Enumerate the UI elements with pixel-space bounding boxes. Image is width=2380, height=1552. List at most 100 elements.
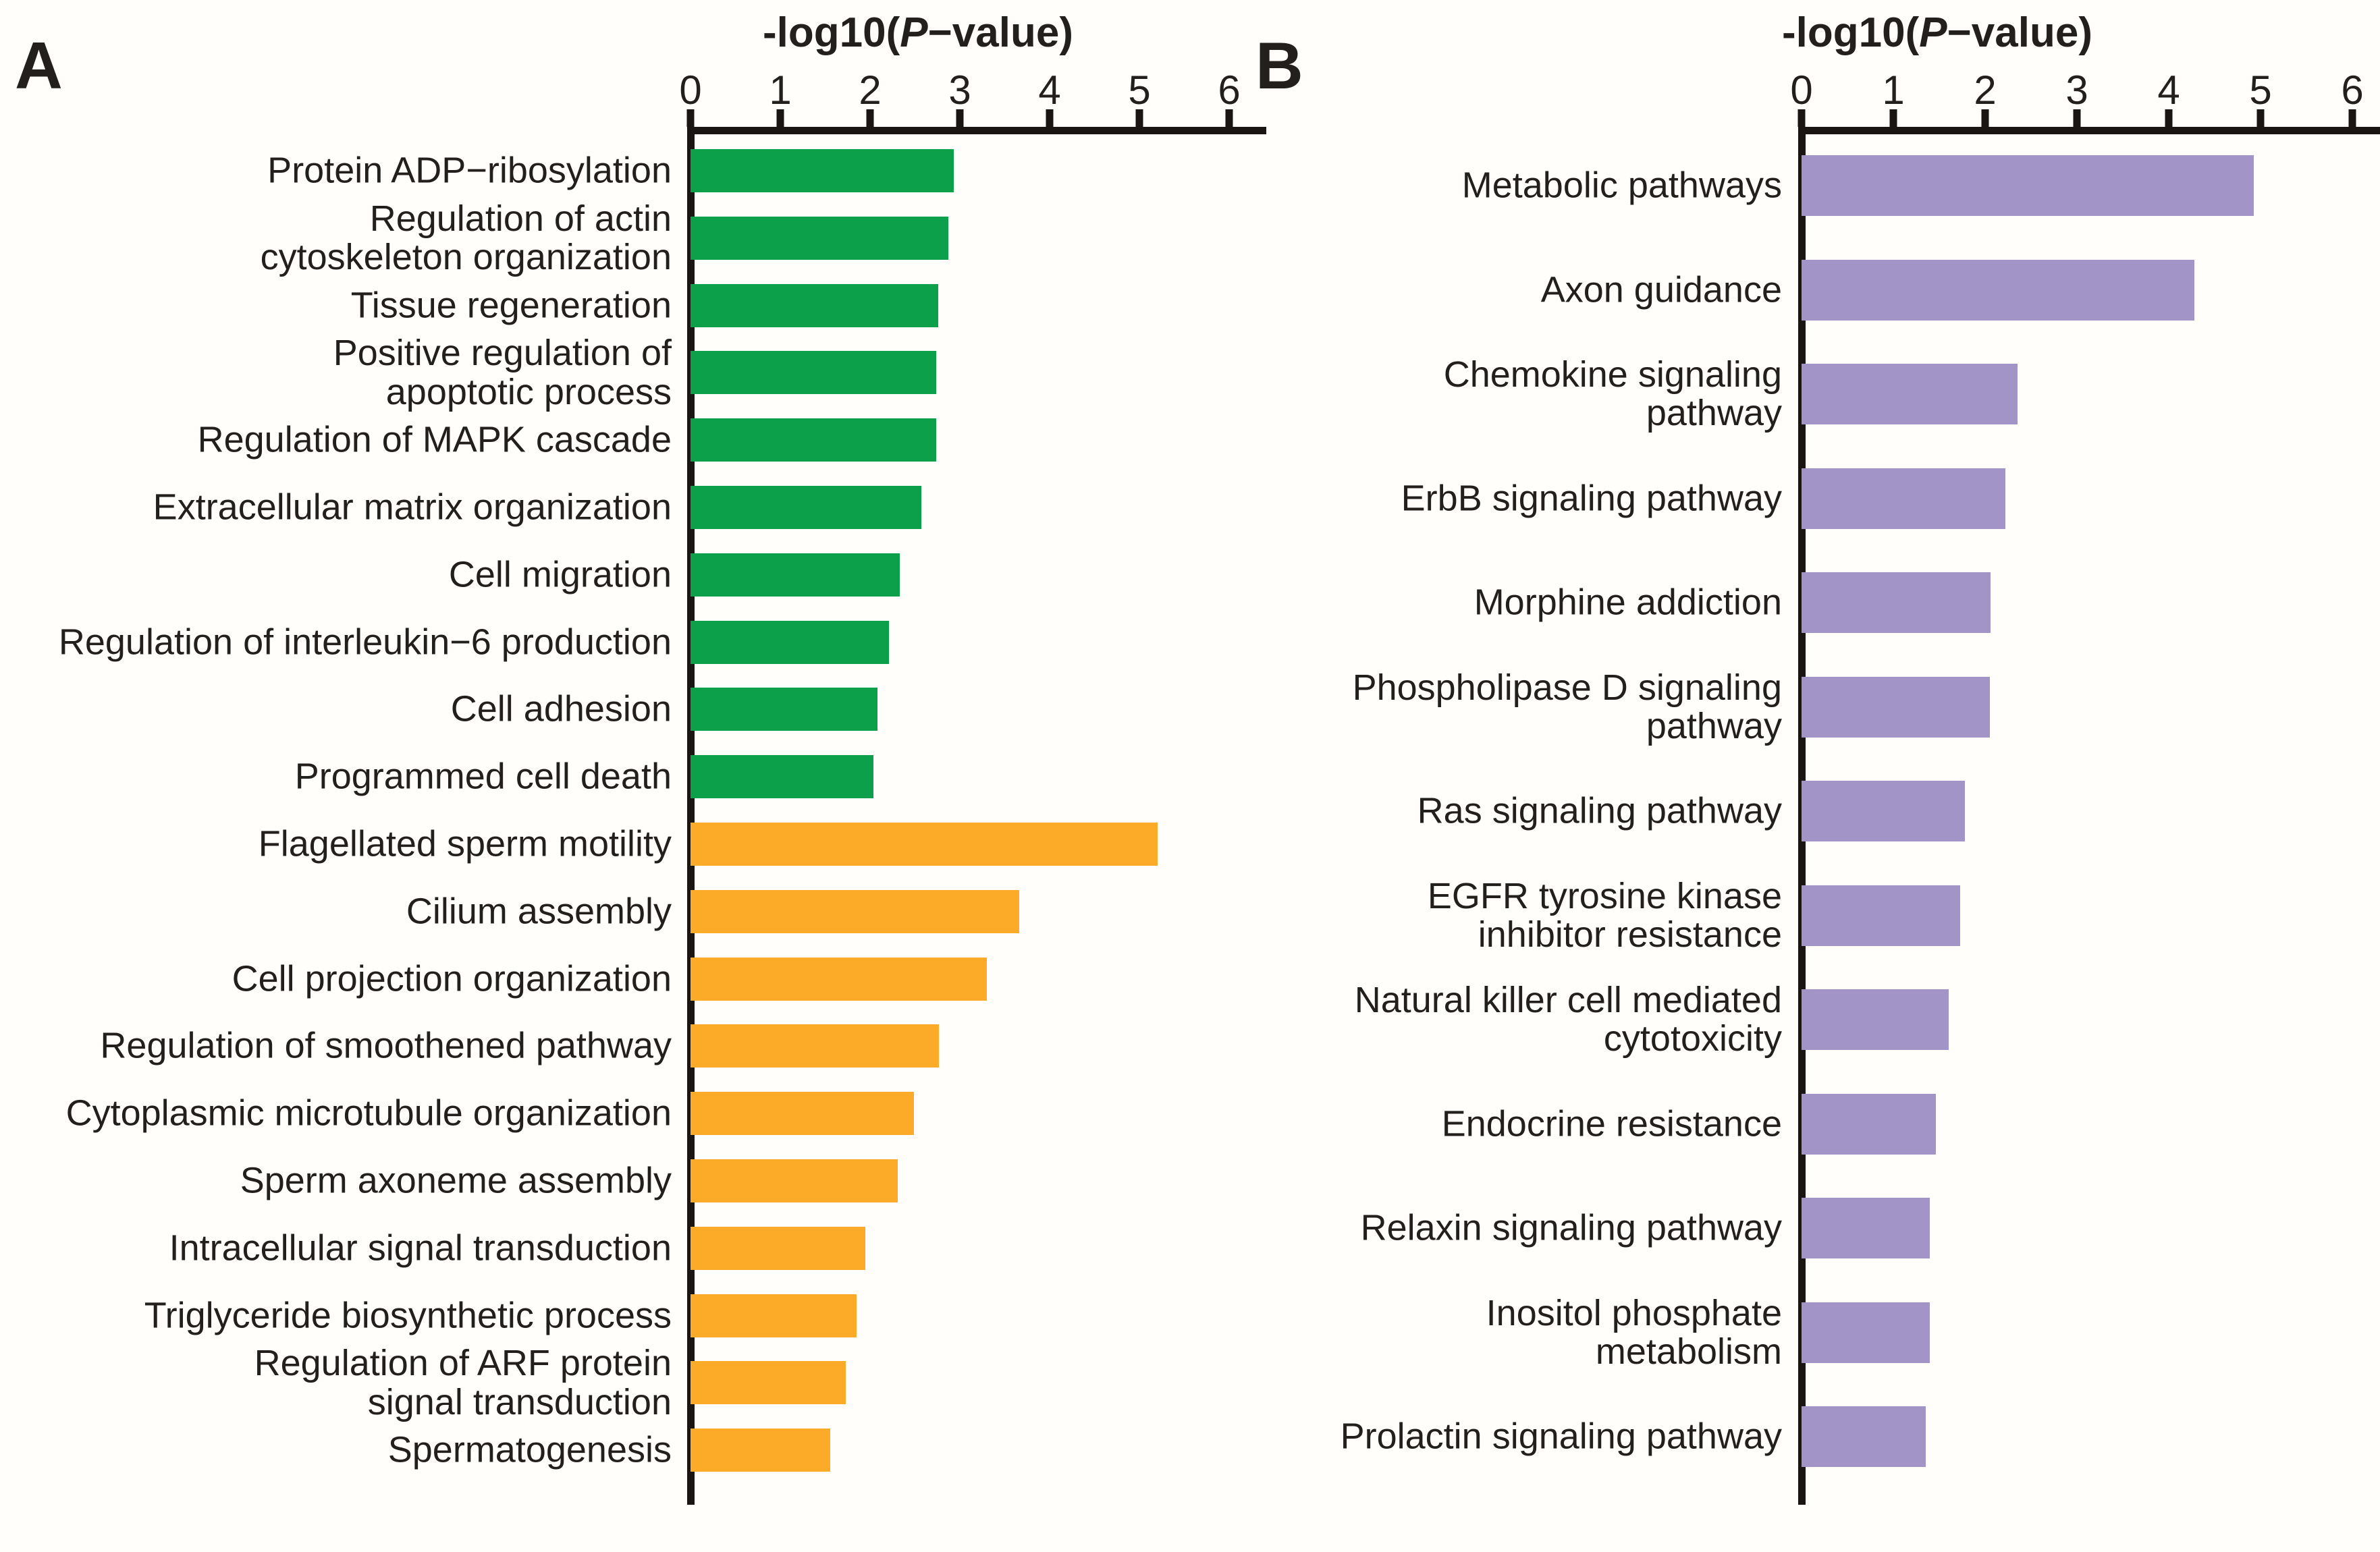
category-label: Cilium assembly: [406, 891, 672, 932]
bar: [1802, 885, 1961, 946]
axis-title-suffix: −value): [1947, 9, 2092, 56]
bar: [1802, 1198, 1930, 1258]
category-label: Positive regulation of apoptotic process: [333, 333, 672, 412]
bar: [691, 1429, 831, 1472]
x-tick-label-3: 3: [948, 67, 971, 113]
category-label: ErbB signaling pathway: [1401, 477, 1782, 518]
panel-b-axis-title: -log10(P−value): [1782, 12, 2092, 54]
panel-b-letter: B: [1255, 28, 1303, 103]
bar: [691, 553, 900, 597]
bar: [691, 755, 874, 799]
x-axis-line: [687, 127, 1266, 134]
x-tick-label-1: 1: [769, 67, 792, 113]
category-label: Regulation of MAPK cascade: [197, 419, 672, 460]
x-axis-tick-2: [1981, 109, 1989, 127]
x-tick-label-5: 5: [1128, 67, 1151, 113]
category-label: Phospholipase D signaling pathway: [1352, 667, 1782, 746]
category-label: Intracellular signal transduction: [169, 1227, 672, 1269]
category-label: Natural killer cell mediated cytotoxicit…: [1354, 979, 1782, 1059]
bar: [691, 1226, 866, 1270]
x-axis-tick-0: [686, 109, 695, 127]
category-label: Programmed cell death: [294, 756, 672, 797]
bar: [1802, 1406, 1926, 1467]
bar: [691, 957, 987, 1001]
bar: [691, 889, 1019, 933]
x-axis-tick-5: [2256, 109, 2265, 127]
bar: [691, 1159, 898, 1202]
x-tick-label-4: 4: [1038, 67, 1061, 113]
x-tick-label-1: 1: [1882, 67, 1905, 113]
bar: [1802, 989, 1949, 1050]
panel-a-axis-title: -log10(P−value): [763, 12, 1073, 54]
category-label: Regulation of ARF protein signal transdu…: [254, 1343, 672, 1422]
category-label: Axon guidance: [1540, 269, 1782, 310]
x-tick-label-5: 5: [2249, 67, 2272, 113]
category-label: Cell projection organization: [232, 958, 672, 999]
category-label: Cell migration: [448, 554, 672, 595]
category-label: Regulation of smoothened pathway: [100, 1025, 672, 1066]
bar: [691, 486, 921, 529]
bar: [691, 283, 939, 327]
bar: [691, 418, 937, 462]
category-label: Prolactin signaling pathway: [1340, 1416, 1782, 1457]
y-axis-line: [687, 127, 695, 1505]
bar: [1802, 468, 2005, 529]
axis-title-prefix: -log10(: [1782, 9, 1920, 56]
bar: [1802, 781, 1966, 841]
bar: [691, 351, 937, 395]
panel-a-plot: [686, 109, 1266, 1505]
category-label: Inositol phosphate metabolism: [1486, 1292, 1782, 1372]
bar: [1802, 155, 2254, 216]
x-tick-label-0: 0: [679, 67, 702, 113]
category-label: Extracellular matrix organization: [153, 487, 672, 528]
x-axis-tick-6: [2348, 109, 2356, 127]
bar: [691, 620, 889, 664]
bar: [1802, 676, 1990, 738]
bar: [691, 823, 1158, 866]
category-label: Ras signaling pathway: [1417, 790, 1782, 831]
x-tick-label-3: 3: [2065, 67, 2088, 113]
category-label: Cytoplasmic microtubule organization: [65, 1092, 672, 1134]
category-label: Morphine addiction: [1473, 582, 1782, 623]
x-axis-tick-2: [866, 109, 874, 127]
axis-title-prefix: -log10(: [763, 9, 900, 56]
bar: [1802, 1093, 1936, 1155]
panel-b-plot: [1249, 0, 2380, 1552]
category-label: Regulation of interleukin−6 production: [58, 621, 672, 662]
bar: [691, 1361, 846, 1405]
panel-a-letter: A: [15, 28, 63, 103]
bar: [691, 216, 948, 260]
category-label: Chemokine signaling pathway: [1443, 354, 1782, 433]
x-tick-label-0: 0: [1790, 67, 1813, 113]
x-axis-tick-3: [956, 109, 964, 127]
category-label: Triglyceride biosynthetic process: [144, 1294, 672, 1335]
bar: [691, 1092, 915, 1136]
x-axis-tick-4: [2165, 109, 2173, 127]
x-axis-tick-0: [1797, 109, 1806, 127]
category-label: Tissue regeneration: [350, 284, 672, 325]
bar: [691, 149, 954, 192]
bar: [1802, 572, 1991, 633]
bar: [1802, 1302, 1930, 1363]
x-tick-label-2: 2: [1974, 67, 1997, 113]
category-label: Sperm axoneme assembly: [240, 1160, 672, 1201]
category-label: EGFR tyrosine kinase inhibitor resistanc…: [1427, 875, 1782, 955]
axis-title-suffix: −value): [927, 9, 1073, 56]
category-label: Relaxin signaling pathway: [1360, 1207, 1782, 1248]
category-label: Cell adhesion: [450, 688, 672, 729]
x-axis-tick-6: [1225, 109, 1233, 127]
category-label: Spermatogenesis: [387, 1429, 672, 1470]
x-axis-line: [1798, 127, 2380, 134]
axis-title-italic-p: P: [1919, 9, 1947, 56]
x-tick-label-6: 6: [1218, 67, 1241, 113]
category-label: Protein ADP−ribosylation: [267, 150, 672, 191]
bar: [1802, 364, 2018, 424]
x-axis-tick-4: [1046, 109, 1054, 127]
